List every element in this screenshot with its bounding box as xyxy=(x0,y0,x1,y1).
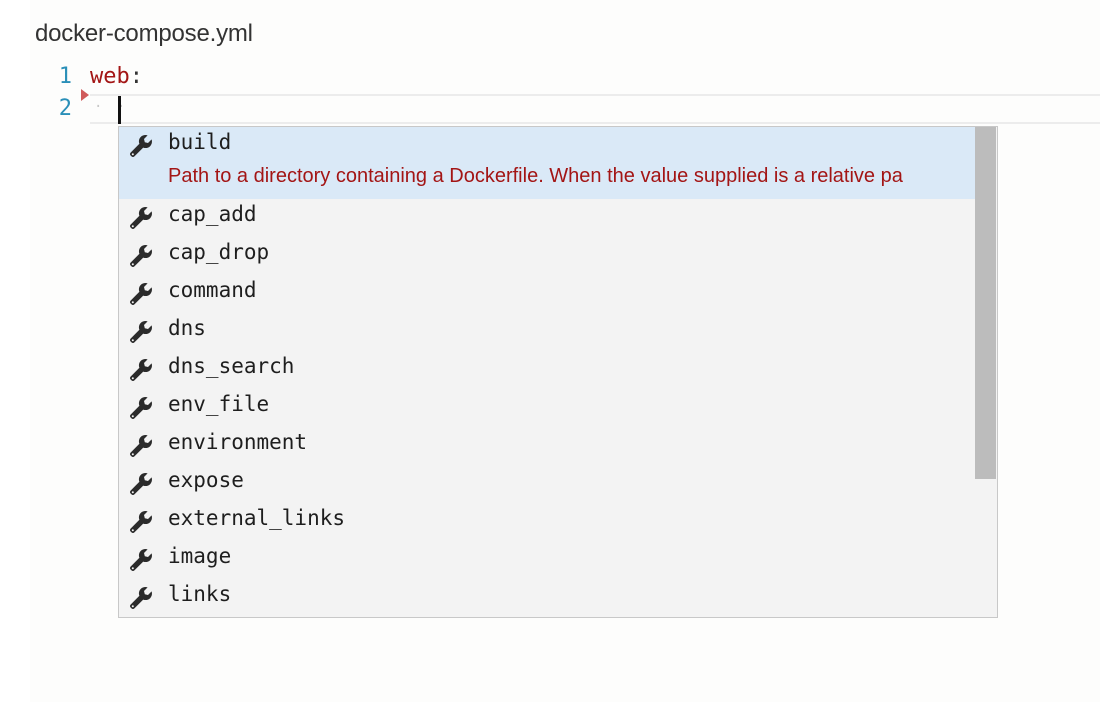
suggest-scrollbar-thumb[interactable] xyxy=(975,127,996,479)
wrench-icon xyxy=(129,206,153,230)
wrench-icon xyxy=(129,282,153,306)
suggest-item-cap-drop[interactable]: cap_drop xyxy=(119,237,976,275)
suggest-item-label: environment xyxy=(168,430,308,454)
suggest-item-label: links xyxy=(168,582,232,606)
wrench-icon xyxy=(129,472,153,496)
wrench-icon xyxy=(129,586,153,610)
suggest-item-label: expose xyxy=(168,468,244,492)
wrench-icon xyxy=(129,548,153,572)
yaml-colon: : xyxy=(129,64,143,89)
suggest-item-command[interactable]: command xyxy=(119,275,976,313)
indent-guide: · · xyxy=(94,99,129,115)
suggest-item-dns[interactable]: dns xyxy=(119,313,976,351)
line-number-2: 2 xyxy=(58,96,72,121)
suggest-item-cap-add[interactable]: cap_add xyxy=(119,199,976,237)
suggest-item-dns-search[interactable]: dns_search xyxy=(119,351,976,389)
suggest-item-label: dns_search xyxy=(168,354,295,378)
suggest-item-links[interactable]: links xyxy=(119,579,976,617)
suggest-item-detail: Path to a directory containing a Dockerf… xyxy=(168,165,903,187)
fold-marker-icon[interactable] xyxy=(81,89,89,101)
suggest-item-label: cap_add xyxy=(168,202,257,226)
wrench-icon xyxy=(129,510,153,534)
wrench-icon xyxy=(129,244,153,268)
suggest-item-label: command xyxy=(168,278,257,302)
yaml-key: web xyxy=(90,64,130,89)
wrench-icon xyxy=(129,320,153,344)
suggest-item-label: image xyxy=(168,544,232,568)
suggest-item-env-file[interactable]: env_file xyxy=(119,389,976,427)
suggest-item-label: build xyxy=(168,130,232,154)
suggest-item-label: cap_drop xyxy=(168,240,270,264)
file-title: docker-compose.yml xyxy=(35,20,253,47)
line-number-1: 1 xyxy=(58,64,72,89)
suggest-item-expose[interactable]: expose xyxy=(119,465,976,503)
wrench-icon xyxy=(129,358,153,382)
text-cursor xyxy=(118,96,121,124)
code-line-1[interactable]: web: xyxy=(90,64,143,89)
wrench-icon xyxy=(129,434,153,458)
suggest-item-label: dns xyxy=(168,316,206,340)
code-line-2[interactable] xyxy=(90,94,1100,124)
suggest-item-external-links[interactable]: external_links xyxy=(119,503,976,541)
suggest-item-label: external_links xyxy=(168,506,346,530)
suggest-item-label: env_file xyxy=(168,392,270,416)
suggest-item-environment[interactable]: environment xyxy=(119,427,976,465)
suggest-item-image[interactable]: image xyxy=(119,541,976,579)
wrench-icon xyxy=(129,134,153,158)
wrench-icon xyxy=(129,396,153,420)
